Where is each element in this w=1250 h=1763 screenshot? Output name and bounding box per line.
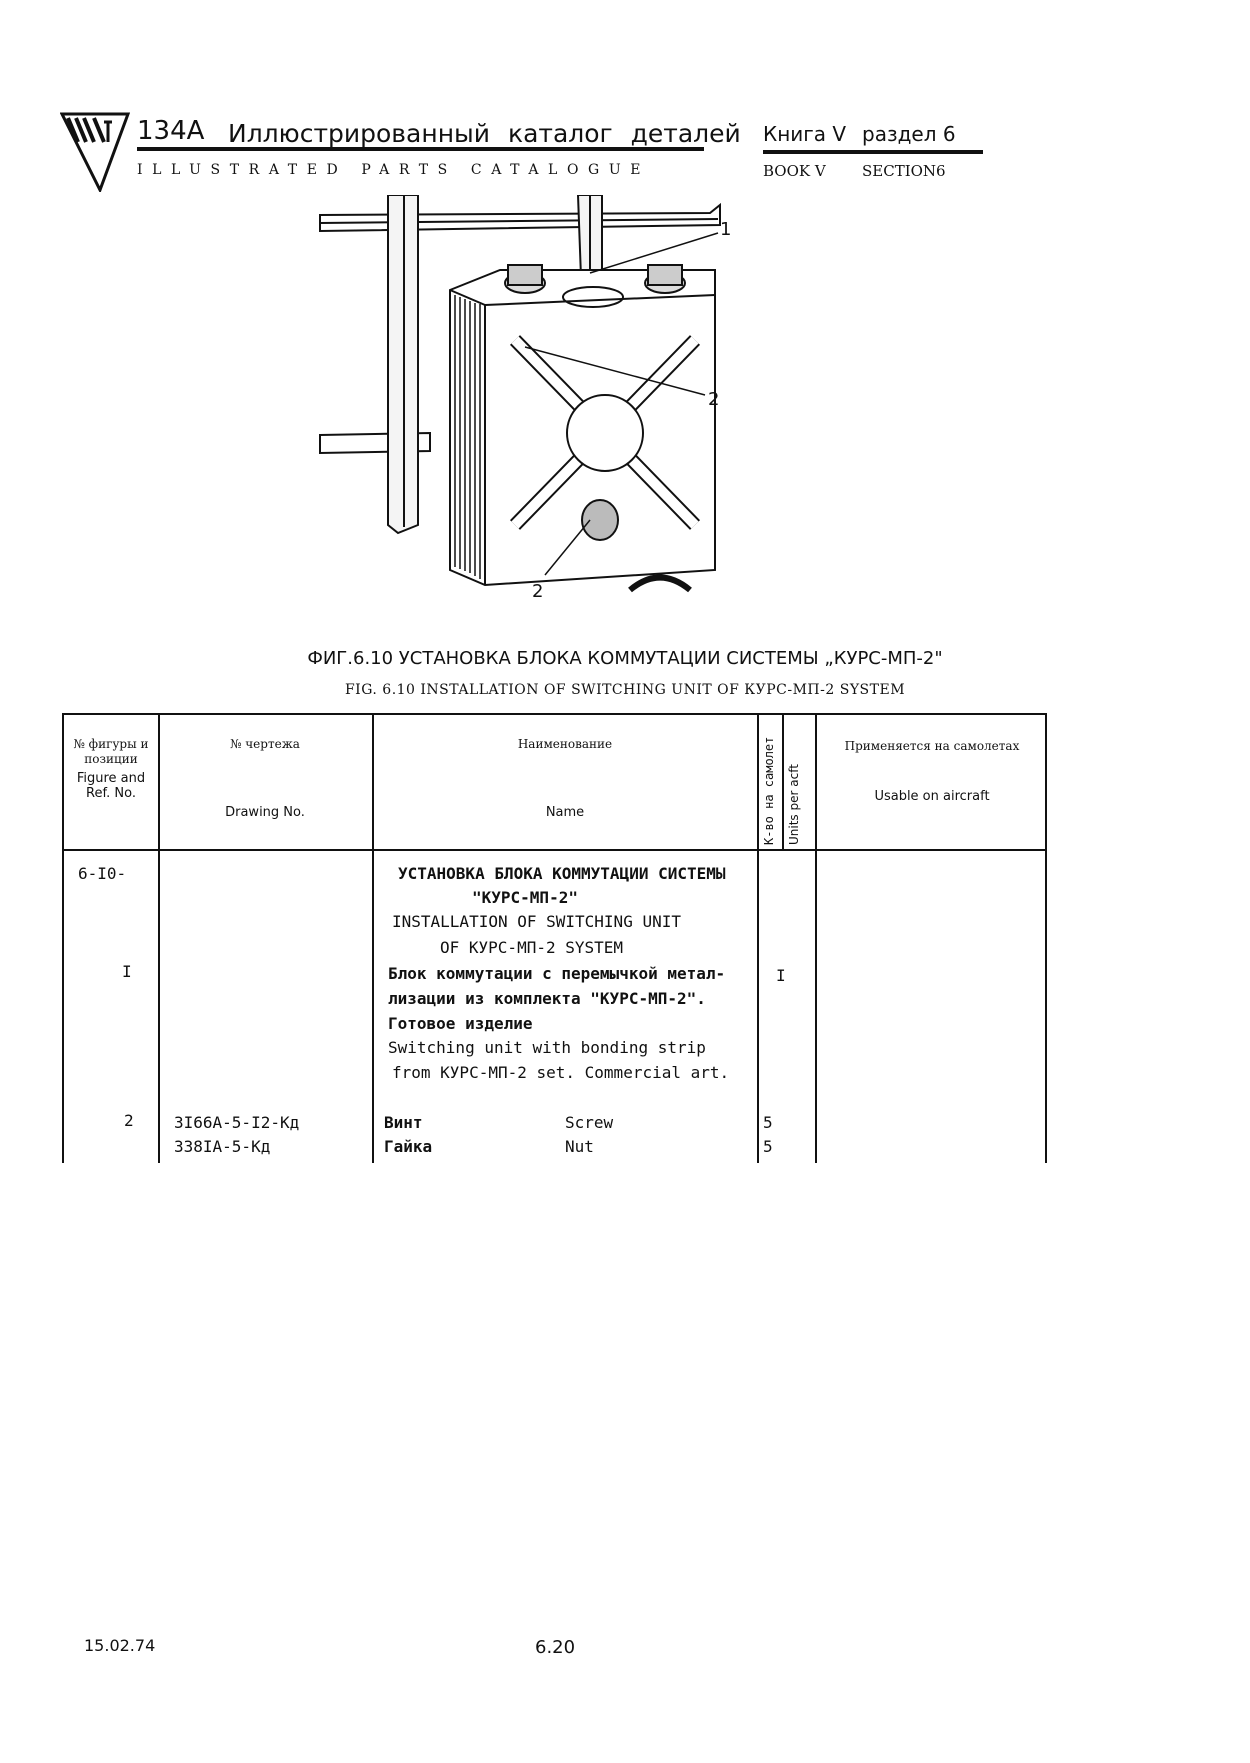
row-name-line: УСТАНОВКА БЛОКА КОММУТАЦИИ СИСТЕМЫ [398, 864, 726, 883]
row-name-line: лизации из комплекта "КУРС-МП-2". [388, 989, 706, 1008]
header-usable-en: Usable on aircraft [874, 789, 990, 804]
parts-table: № фигуры и позиции Figure and Ref. No. №… [62, 713, 1047, 1163]
row-name-en: Screw [565, 1113, 614, 1132]
table-col-border [1045, 713, 1047, 1163]
row-name-line: INSTALLATION OF SWITCHING UNIT [392, 912, 681, 931]
row-name-ru: Гайка [384, 1137, 433, 1156]
header-units-ru: К-во на самолет [762, 736, 776, 845]
switching-unit-illustration: 1 2 2 [319, 195, 731, 602]
row-drawing: 3I66A-5-I2-Кд [174, 1113, 300, 1132]
table-col-border [372, 713, 374, 1163]
row-drawing: 338IA-5-Кд [174, 1137, 271, 1156]
row-name-ru: Винт [384, 1113, 423, 1132]
section-label-ru: раздел 6 [862, 122, 956, 146]
row-units: 5 [763, 1137, 773, 1156]
row-fig: 6-I0- [78, 864, 127, 883]
row-name-line: from КУРС-МП-2 set. Commercial art. [392, 1063, 730, 1082]
revision-date: 15.02.74 [84, 1636, 156, 1655]
row-name-line: Готовое изделие [388, 1014, 533, 1033]
row-fig: 2 [124, 1111, 134, 1130]
table-col-border [158, 713, 160, 1163]
row-name-line: Блок коммутации с перемычкой метал- [388, 964, 726, 983]
table-header-border [62, 849, 1047, 851]
book-label-ru: Книга V [763, 122, 847, 146]
header-drawing-ru: № чертежа [230, 737, 300, 751]
header-name-en: Name [545, 805, 585, 820]
table-top-border [62, 713, 1047, 715]
catalog-title-ru: Иллюстрированный каталог деталей [228, 119, 741, 148]
callout-2b: 2 [532, 581, 543, 602]
row-units: I [776, 966, 786, 985]
table-col-border [815, 713, 817, 1163]
row-fig: I [122, 962, 132, 981]
catalog-title-en: ILLUSTRATED PARTS CATALOGUE [137, 162, 651, 178]
header-units-en: Units per acft [787, 764, 801, 845]
aircraft-model: 134А [137, 116, 205, 146]
row-name-line: OF КУРС-МП-2 SYSTEM [440, 938, 624, 957]
row-name-line: Switching unit with bonding strip [388, 1038, 706, 1057]
book-label-en: BOOK V [763, 162, 826, 180]
section-label-en: SECTION6 [862, 162, 946, 180]
header-usable-ru: Применяется на самолетах [844, 739, 1020, 753]
manufacturer-logo-icon [60, 112, 130, 192]
callout-2: 2 [708, 389, 719, 410]
page-number: 6.20 [535, 1637, 576, 1658]
table-col-border [757, 713, 759, 1163]
row-units: 5 [763, 1113, 773, 1132]
row-name-line: "КУРС-МП-2" [472, 888, 578, 907]
figure-caption-ru: ФИГ.6.10 УСТАНОВКА БЛОКА КОММУТАЦИИ СИСТ… [307, 648, 943, 669]
figure-caption-en: FIG. 6.10 INSTALLATION OF SWITCHING UNIT… [344, 682, 906, 698]
header-name-ru: Наименование [517, 737, 613, 751]
table-col-border [782, 713, 784, 849]
header-fig-en: Figure and Ref. No. [76, 771, 146, 801]
header-drawing-en: Drawing No. [225, 805, 305, 820]
header-fig-ru: № фигуры и позиции [73, 737, 149, 766]
header-rule-right [763, 150, 983, 154]
table-col-border [62, 713, 64, 1163]
callout-1: 1 [720, 219, 731, 240]
header-rule [137, 147, 704, 151]
row-name-en: Nut [565, 1137, 594, 1156]
